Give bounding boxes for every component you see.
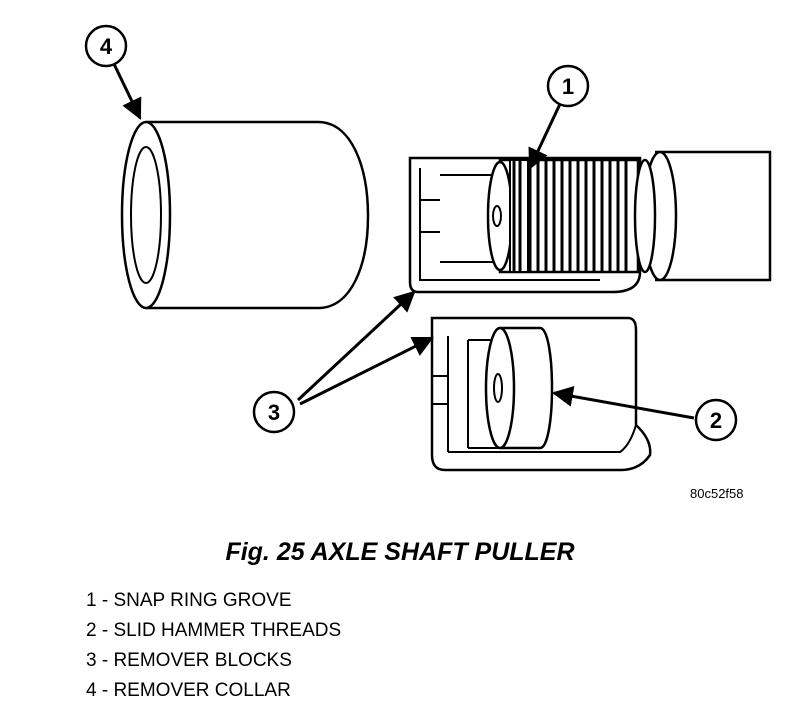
legend-item: 1 - SNAP RING GROVE	[86, 590, 292, 611]
legend-item: 4 - REMOVER COLLAR	[86, 680, 291, 701]
callout-4: 4	[84, 24, 128, 68]
slide-hammer-threads	[484, 326, 554, 450]
svg-text:2: 2	[710, 408, 722, 433]
splined-shaft-end	[486, 158, 657, 274]
figure-caption: Fig. 25 AXLE SHAFT PULLER	[225, 538, 575, 566]
leader-arrow-3b	[299, 336, 434, 406]
svg-text:4: 4	[100, 34, 113, 59]
leader-lines	[112, 63, 695, 420]
axle-shaft-puller-illustration: 1 2 3 4	[84, 24, 772, 472]
leader-arrow-2	[551, 385, 695, 420]
legend-list: 1 - SNAP RING GROVE 2 - SLID HAMMER THRE…	[86, 586, 341, 706]
remover-collar	[120, 120, 370, 310]
leader-arrow-3a	[296, 290, 416, 402]
legend-item: 3 - REMOVER BLOCKS	[86, 650, 292, 671]
leader-arrow-4	[112, 63, 142, 120]
axle-shaft	[642, 150, 772, 282]
svg-text:3: 3	[268, 400, 280, 425]
callout-2: 2	[694, 398, 738, 442]
callout-3: 3	[252, 390, 296, 434]
callout-1: 1	[546, 64, 590, 108]
drawing-code: 80c52f58	[690, 486, 744, 501]
legend-item: 2 - SLID HAMMER THREADS	[86, 620, 342, 641]
svg-text:1: 1	[562, 74, 574, 99]
leader-arrow-1	[528, 103, 562, 170]
